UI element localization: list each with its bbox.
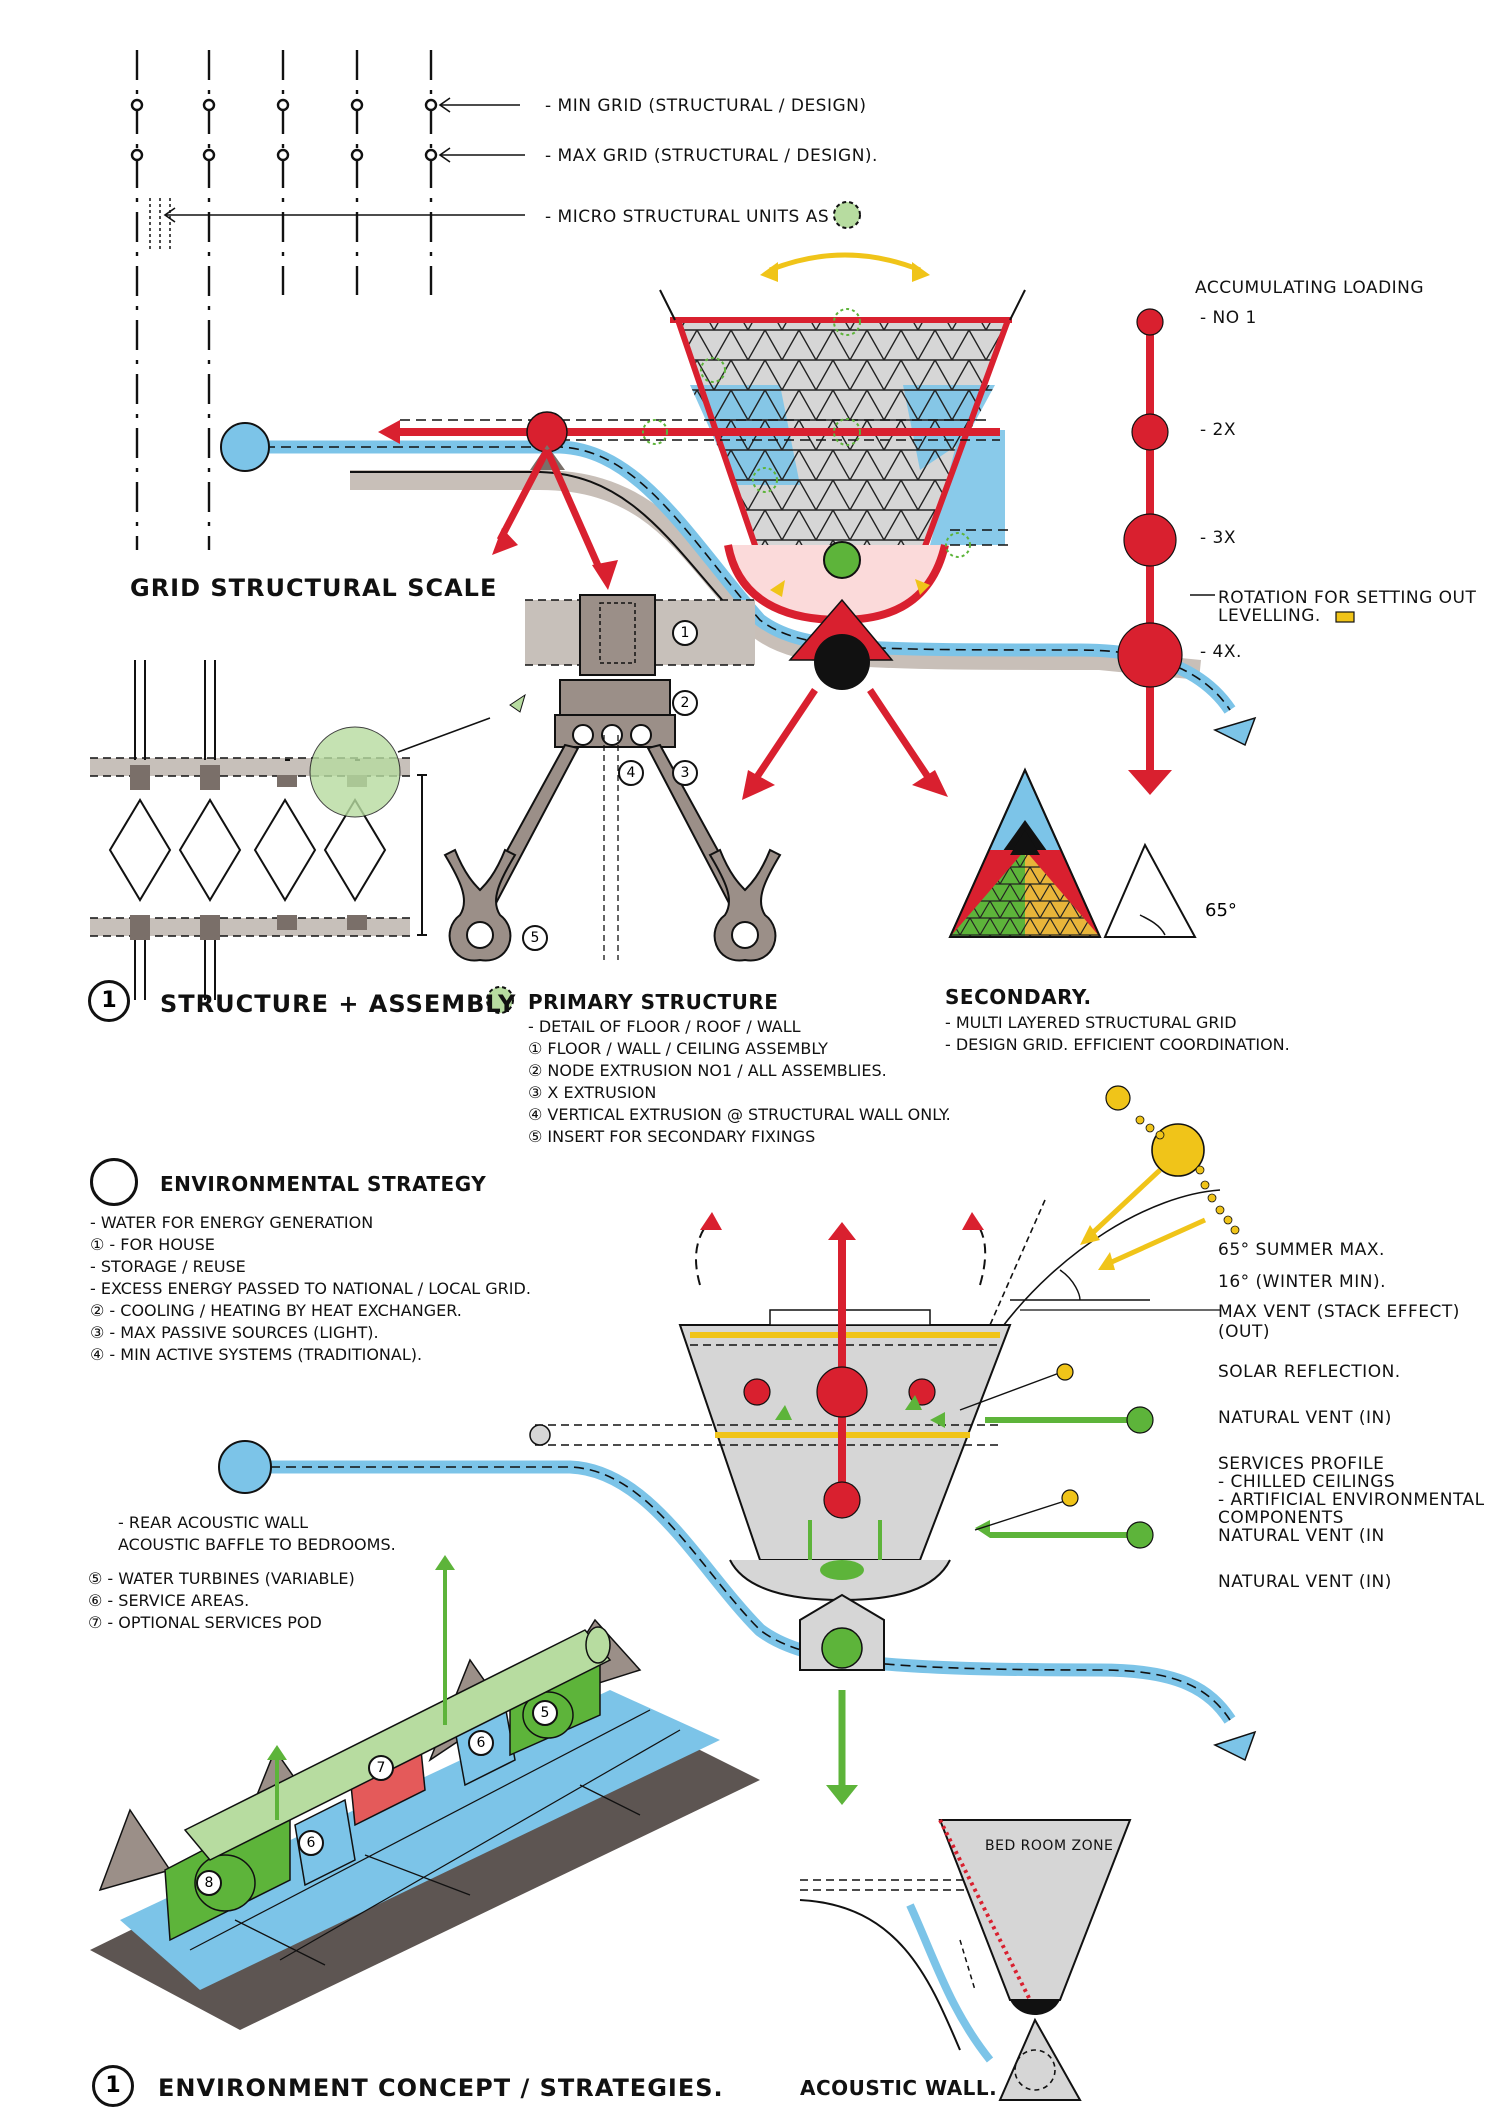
primary-structure-detail bbox=[443, 594, 782, 962]
acoustic-notes: - REAR ACOUSTIC WALL ACOUSTIC BAFFLE TO … bbox=[118, 1512, 396, 1556]
secondary-title: SECONDARY. bbox=[945, 985, 1092, 1009]
environment-item: - WATER FOR ENERGY GENERATION bbox=[90, 1213, 374, 1232]
turbine-note: ⑤ - WATER TURBINES (VARIABLE) bbox=[88, 1569, 355, 1588]
secondary-item: - MULTI LAYERED STRUCTURAL GRID bbox=[945, 1013, 1237, 1032]
summer-label: 65° SUMMER MAX. bbox=[1218, 1240, 1385, 1260]
loading-title: ACCUMULATING LOADING bbox=[1195, 278, 1425, 298]
min-grid-label: - MIN GRID (STRUCTURAL / DESIGN) bbox=[545, 96, 867, 116]
acoustic-note: - REAR ACOUSTIC WALL bbox=[118, 1513, 308, 1532]
services-label-4: COMPONENTS bbox=[1218, 1508, 1344, 1528]
pod-7: 7 bbox=[368, 1755, 394, 1781]
natural-vent-2: NATURAL VENT (IN bbox=[1218, 1526, 1385, 1546]
turbine-notes: ⑤ - WATER TURBINES (VARIABLE) ⑥ - SERVIC… bbox=[88, 1568, 355, 1634]
max-grid-label: - MAX GRID (STRUCTURAL / DESIGN). bbox=[545, 146, 878, 166]
acoustic-wall-title: ACOUSTIC WALL. bbox=[800, 2076, 998, 2100]
environmental-funnel-diagram bbox=[218, 1189, 1257, 1805]
environment-title: ENVIRONMENTAL STRATEGY bbox=[160, 1172, 487, 1196]
primary-item: ④ VERTICAL EXTRUSION @ STRUCTURAL WALL O… bbox=[528, 1105, 951, 1124]
rotation-label: ROTATION FOR SETTING OUT bbox=[1218, 588, 1477, 608]
secondary-list: - MULTI LAYERED STRUCTURAL GRID - DESIGN… bbox=[945, 1012, 1290, 1056]
natural-vent-1: NATURAL VENT (IN) bbox=[1218, 1408, 1392, 1428]
part-5: 5 bbox=[522, 925, 548, 951]
bed-room-label: BED ROOM ZONE bbox=[985, 1838, 1114, 1854]
acoustic-note: ACOUSTIC BAFFLE TO BEDROOMS. bbox=[118, 1535, 396, 1554]
environment-circle bbox=[90, 1158, 138, 1206]
max-vent-label-2: (OUT) bbox=[1218, 1322, 1270, 1342]
pod-8: 8 bbox=[196, 1870, 222, 1896]
max-vent-label: MAX VENT (STACK EFFECT) bbox=[1218, 1302, 1460, 1322]
environment-item: - STORAGE / REUSE bbox=[90, 1257, 246, 1276]
primary-funnel-diagram bbox=[220, 252, 1257, 800]
environment-item: ① - FOR HOUSE bbox=[90, 1235, 215, 1254]
pod-6b: 6 bbox=[468, 1730, 494, 1756]
environment-list: - WATER FOR ENERGY GENERATION ① - FOR HO… bbox=[90, 1212, 531, 1366]
secondary-angle: 65° bbox=[1205, 900, 1237, 921]
pod-5: 5 bbox=[532, 1700, 558, 1726]
environment-item: ④ - MIN ACTIVE SYSTEMS (TRADITIONAL). bbox=[90, 1345, 423, 1364]
environment-item: - EXCESS ENERGY PASSED TO NATIONAL / LOC… bbox=[90, 1279, 531, 1298]
sun-diagram bbox=[989, 1085, 1240, 1326]
assembly-title: STRUCTURE + ASSEMBLY bbox=[160, 990, 517, 1018]
concept-number: 1 bbox=[92, 2065, 134, 2107]
services-label: SERVICES PROFILE bbox=[1218, 1454, 1385, 1474]
natural-vent-3: NATURAL VENT (IN) bbox=[1218, 1572, 1392, 1592]
solar-label: SOLAR REFLECTION. bbox=[1218, 1362, 1401, 1382]
acoustic-wall-diagram bbox=[799, 1819, 1132, 2101]
services-label-3: - ARTIFICIAL ENVIRONMENTAL bbox=[1218, 1490, 1485, 1510]
primary-list: - DETAIL OF FLOOR / ROOF / WALL ① FLOOR … bbox=[528, 1016, 951, 1148]
assembly-number: 1 bbox=[88, 980, 130, 1022]
part-1: 1 bbox=[672, 620, 698, 646]
turbine-terrain-diagram bbox=[90, 1555, 760, 2030]
loading-diagram bbox=[1117, 308, 1355, 795]
secondary-item: - DESIGN GRID. EFFICIENT COORDINATION. bbox=[945, 1035, 1290, 1054]
primary-item: ② NODE EXTRUSION NO1 / ALL ASSEMBLIES. bbox=[528, 1061, 887, 1080]
turbine-note: ⑥ - SERVICE AREAS. bbox=[88, 1591, 250, 1610]
winter-label: 16° (WINTER MIN). bbox=[1218, 1272, 1386, 1292]
loading-3x: - 3X bbox=[1200, 528, 1236, 548]
services-label-2: - CHILLED CEILINGS bbox=[1218, 1472, 1396, 1492]
assembly-diagram bbox=[90, 660, 526, 1000]
primary-marker bbox=[486, 986, 514, 1014]
loading-4x: - 4X. bbox=[1200, 642, 1242, 662]
environment-item: ② - COOLING / HEATING BY HEAT EXCHANGER. bbox=[90, 1301, 462, 1320]
primary-title: PRIMARY STRUCTURE bbox=[528, 990, 779, 1014]
turbine-note: ⑦ - OPTIONAL SERVICES POD bbox=[88, 1613, 322, 1632]
secondary-triangle-diagram bbox=[948, 767, 1197, 938]
part-4: 4 bbox=[618, 760, 644, 786]
loading-2x: - 2X bbox=[1200, 420, 1236, 440]
environment-item: ③ - MAX PASSIVE SOURCES (LIGHT). bbox=[90, 1323, 379, 1342]
pod-6a: 6 bbox=[298, 1830, 324, 1856]
micro-units-label: - MICRO STRUCTURAL UNITS AS bbox=[545, 207, 830, 227]
concept-title: ENVIRONMENT CONCEPT / STRATEGIES. bbox=[158, 2074, 724, 2102]
part-2: 2 bbox=[672, 690, 698, 716]
grid-diagram bbox=[130, 50, 525, 550]
grid-title: GRID STRUCTURAL SCALE bbox=[130, 574, 498, 602]
loading-no1: - NO 1 bbox=[1200, 308, 1257, 328]
primary-item: - DETAIL OF FLOOR / ROOF / WALL bbox=[528, 1017, 801, 1036]
rotation-label-2: LEVELLING. bbox=[1218, 606, 1321, 626]
primary-item: ⑤ INSERT FOR SECONDARY FIXINGS bbox=[528, 1127, 816, 1146]
primary-item: ① FLOOR / WALL / CEILING ASSEMBLY bbox=[528, 1039, 828, 1058]
primary-item: ③ X EXTRUSION bbox=[528, 1083, 657, 1102]
micro-unit-marker bbox=[833, 201, 861, 229]
part-3: 3 bbox=[672, 760, 698, 786]
